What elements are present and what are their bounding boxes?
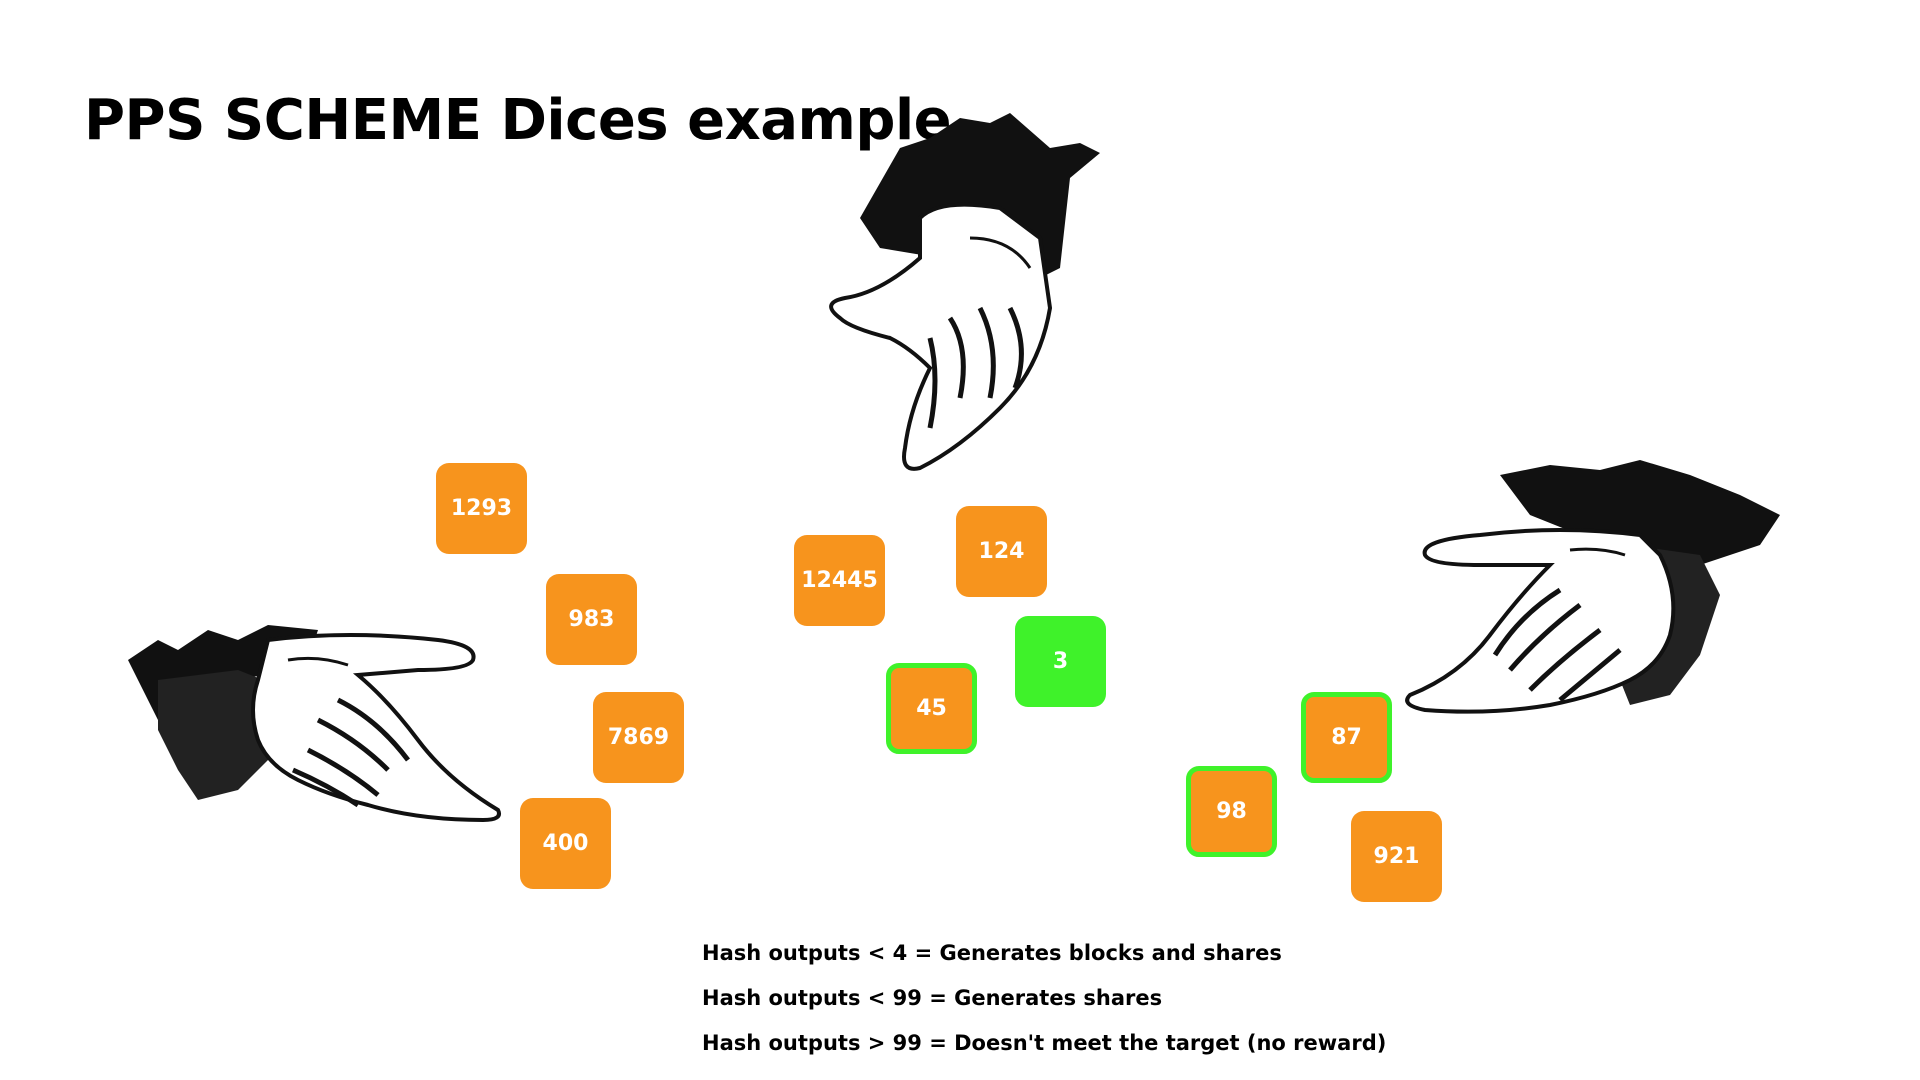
page-title: PPS SCHEME Dices example	[84, 88, 952, 153]
legend-line-blocks-and-shares: Hash outputs < 4 = Generates blocks and …	[702, 941, 1282, 965]
die-87: 87	[1301, 692, 1392, 783]
die-921: 921	[1351, 811, 1442, 902]
legend-line-shares: Hash outputs < 99 = Generates shares	[702, 986, 1163, 1010]
die-98: 98	[1186, 766, 1277, 857]
die-124: 124	[956, 506, 1047, 597]
die-400: 400	[520, 798, 611, 889]
left-hand-icon	[128, 625, 501, 823]
die-45: 45	[886, 663, 977, 754]
die-7869: 7869	[593, 692, 684, 783]
legend: Hash outputs < 4 = Generates blocks and …	[702, 940, 1386, 1075]
right-hand-icon	[1405, 460, 1780, 714]
die-1293: 1293	[436, 463, 527, 554]
die-3: 3	[1015, 616, 1106, 707]
die-12445: 12445	[794, 535, 885, 626]
middle-hand-icon	[829, 113, 1100, 471]
legend-line-no-reward: Hash outputs > 99 = Doesn't meet the tar…	[702, 1031, 1387, 1055]
die-983: 983	[546, 574, 637, 665]
